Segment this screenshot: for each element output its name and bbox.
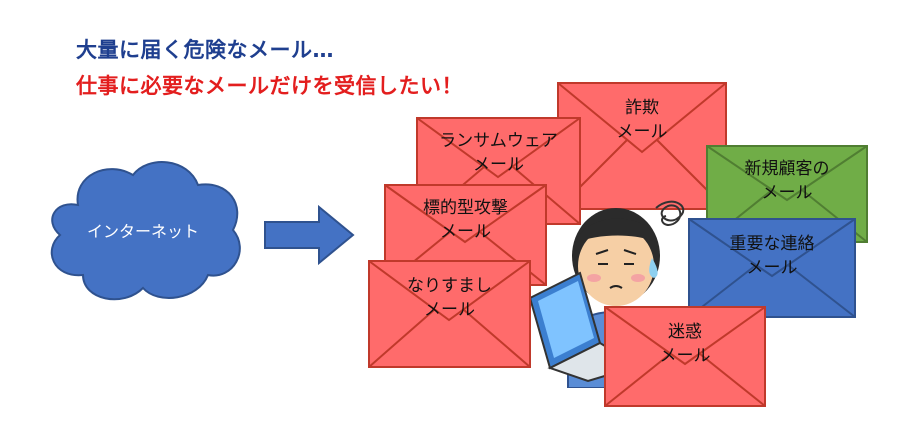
envelope-spoofing: なりすまし メール	[368, 260, 531, 368]
envelope-icon	[557, 82, 727, 210]
envelope-fraud-line2: メール	[616, 122, 668, 142]
envelope-spam-line2: メール	[659, 346, 711, 366]
headline-line1: 大量に届く危険なメール…	[76, 38, 334, 62]
internet-label: インターネット	[86, 222, 199, 241]
envelope-ransomware-line1: ランサムウェア	[439, 131, 558, 151]
envelope-important-line2: メール	[746, 258, 798, 278]
headline-line2: 仕事に必要なメールだけを受信したい！	[76, 74, 463, 98]
envelope-spam: 迷惑 メール	[604, 306, 766, 407]
envelope-important: 重要な連絡 メール	[688, 218, 856, 318]
cloud-icon	[50, 161, 241, 301]
envelope-spam-line1: 迷惑	[668, 322, 702, 342]
envelope-fraud-line1: 詐欺	[625, 98, 659, 118]
right-arrow-icon	[264, 205, 355, 265]
envelope-icon	[604, 306, 766, 407]
internet-cloud: インターネット	[38, 150, 248, 310]
envelope-important-line1: 重要な連絡	[729, 234, 815, 254]
envelope-spoofing-line1: なりすまし	[407, 276, 492, 296]
envelope-new-client-line2: メール	[761, 183, 813, 203]
envelope-targeted-line2: メール	[440, 222, 491, 242]
envelope-new-client-line1: 新規顧客の	[744, 159, 830, 179]
envelope-ransomware-line2: メール	[473, 155, 524, 175]
envelope-targeted-line1: 標的型攻撃	[423, 198, 508, 218]
envelope-icon	[688, 218, 856, 318]
envelope-fraud: 詐欺 メール	[557, 82, 727, 210]
envelope-icon	[368, 260, 531, 368]
envelope-spoofing-line2: メール	[424, 300, 475, 320]
